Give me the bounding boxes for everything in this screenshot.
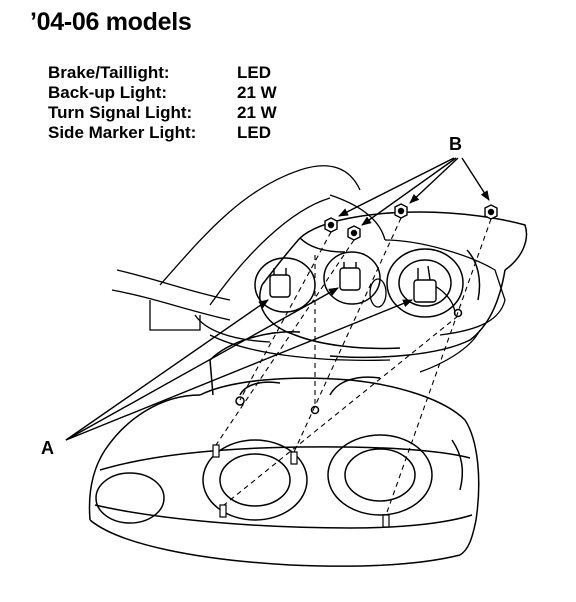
mounting-stud-2 <box>290 451 298 465</box>
mounting-nut-1 <box>324 217 338 233</box>
bulb-socket <box>269 262 437 303</box>
bulb-socket-left <box>269 274 291 298</box>
spec-label: Turn Signal Light: <box>48 103 193 122</box>
bulb-socket-center <box>339 267 361 291</box>
callout-label-b: B <box>449 134 462 154</box>
mounting-nut-3 <box>394 203 408 219</box>
mounting-stud-1 <box>212 444 220 458</box>
mounting-stud-4 <box>382 514 390 528</box>
mounting-nut-4 <box>484 204 498 220</box>
spec-label: Side Marker Light: <box>48 123 197 142</box>
spec-value: 21 W <box>237 103 277 122</box>
mounting-stud-3 <box>219 504 227 518</box>
callout-a-leaders <box>65 287 413 441</box>
callout-b-leaders <box>338 157 490 226</box>
spec-value: LED <box>237 63 271 82</box>
vehicle-body-outline <box>111 165 506 373</box>
lamp-lens-front <box>88 308 480 567</box>
alignment-guide-lines <box>215 217 492 516</box>
bulb-socket-right <box>413 279 437 303</box>
spec-label: Brake/Taillight: <box>48 63 170 82</box>
spec-value: 21 W <box>237 83 277 102</box>
lamp-housing-rear <box>254 211 528 359</box>
spec-value: LED <box>237 123 271 142</box>
mounting-nut-2 <box>347 225 361 241</box>
mounting-nut <box>324 203 498 241</box>
spec-label: Back-up Light: <box>48 83 167 102</box>
page-title: ’04-06 models <box>30 8 192 36</box>
callout-label-a: A <box>41 438 54 458</box>
